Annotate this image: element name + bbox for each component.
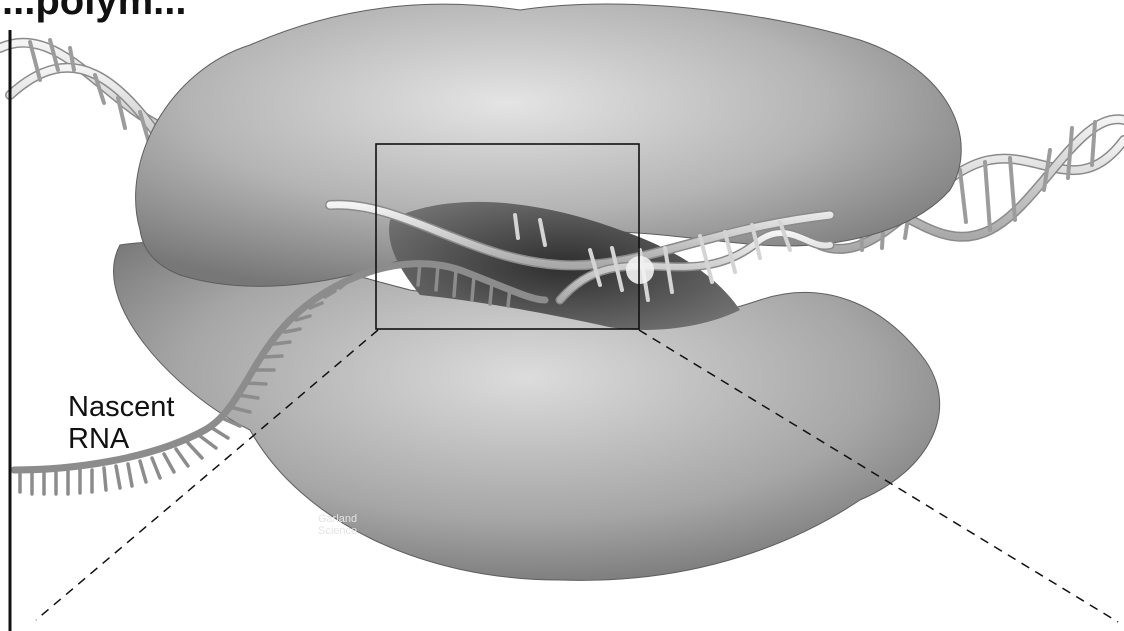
watermark-line1: Garland [318,513,357,525]
title-fragment: ...polym... [2,0,186,21]
nascent-rna-label-line1: Nascent [68,392,174,423]
watermark-line2: Science [318,525,357,537]
watermark: Garland Science [318,513,357,537]
nascent-rna-label-line2: RNA [68,424,129,455]
